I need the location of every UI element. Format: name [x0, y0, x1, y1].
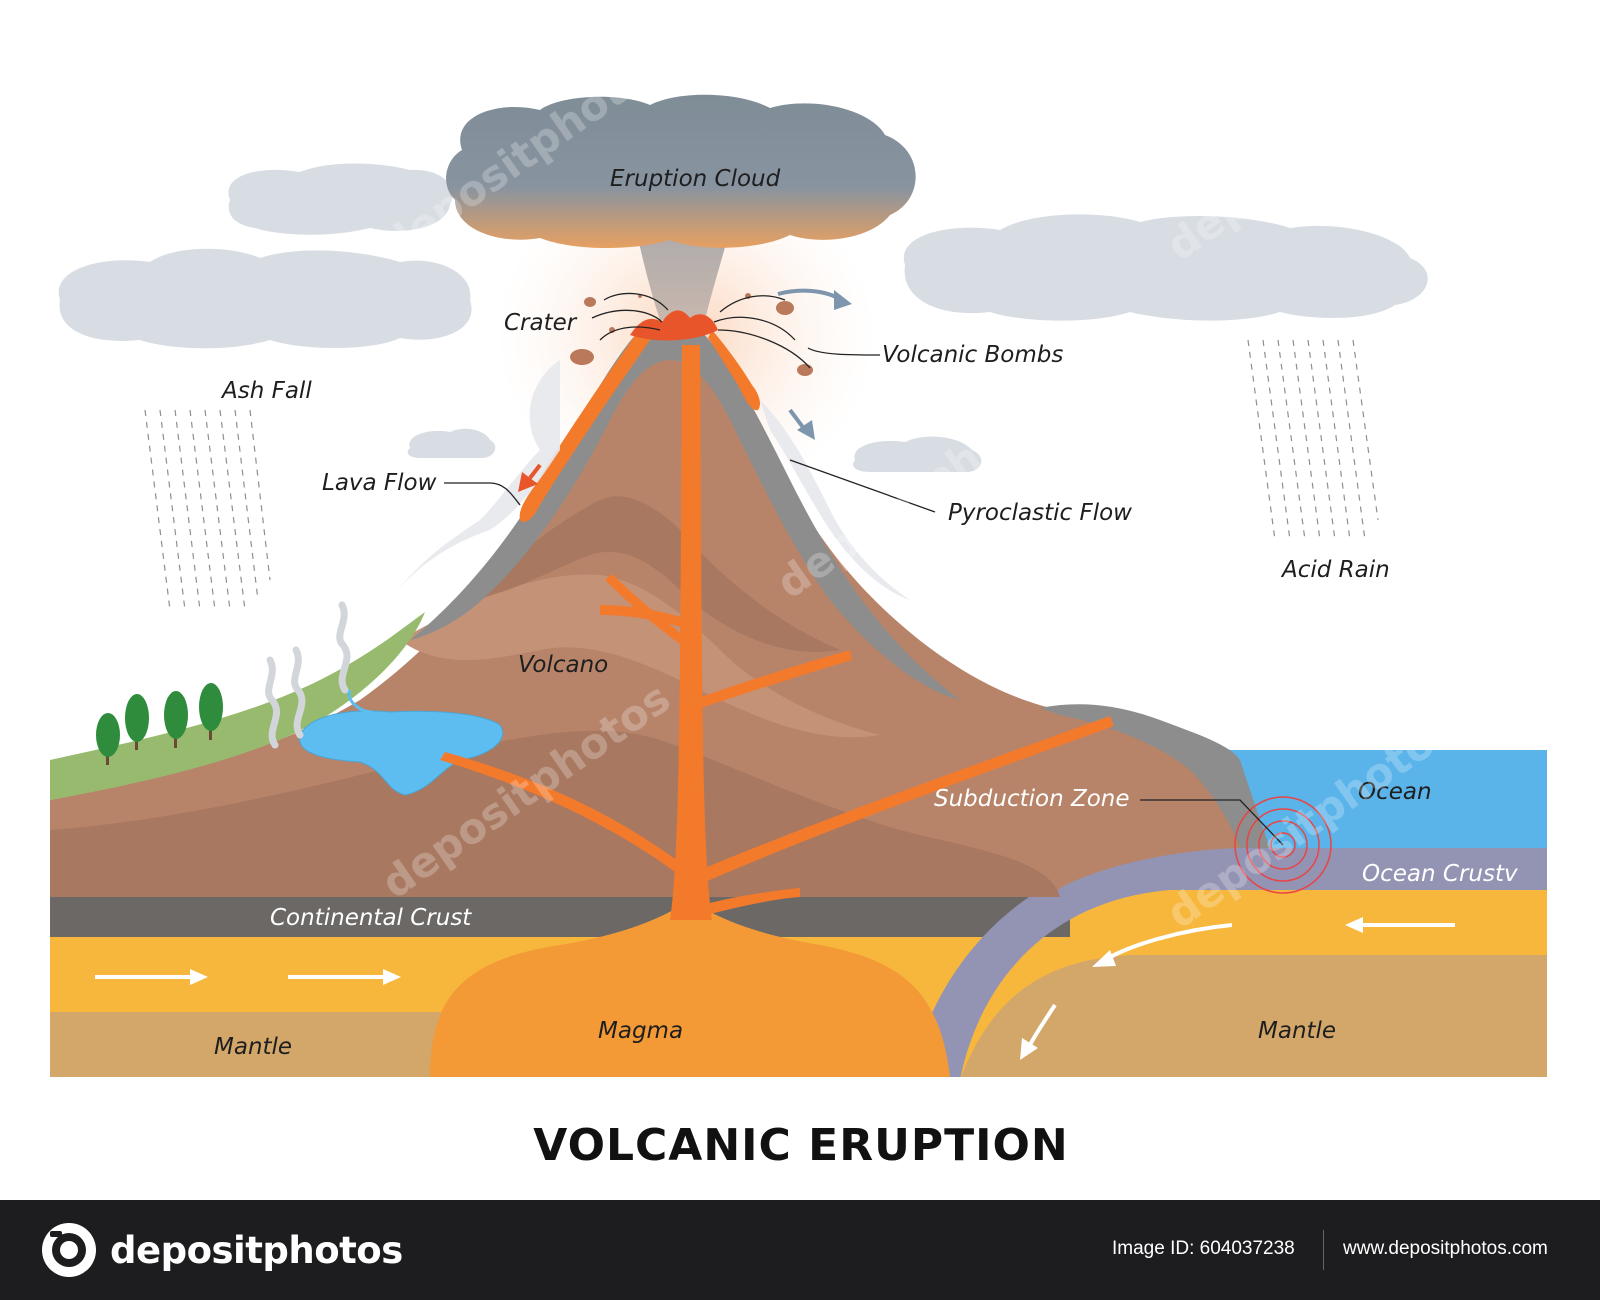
- leader-pyroclastic-flow: [789, 459, 936, 513]
- label-ash-fall: Ash Fall: [220, 378, 312, 404]
- green-hillside: [50, 612, 425, 800]
- arrowhead-top: [834, 290, 852, 310]
- volcano-diagram: Eruption Cloud Crater Volcanic Bombs Ash…: [50, 94, 1547, 1171]
- arrow-lava-down: [528, 463, 542, 480]
- cloud-small-right: [853, 436, 982, 472]
- label-magma: Magma: [598, 1018, 683, 1044]
- leader-subduction-zone: [1140, 799, 1284, 846]
- label-volcanic-bombs: Volcanic Bombs: [882, 342, 1063, 368]
- eruption-cloud-shape: [446, 94, 916, 249]
- diagram-title: VOLCANIC ERUPTION: [533, 1120, 1068, 1171]
- label-ocean: Ocean: [1358, 779, 1432, 805]
- tree: [96, 713, 120, 765]
- cloud-small-left: [407, 428, 496, 458]
- earthquake-rings: [1234, 796, 1332, 894]
- cloud-left: [58, 248, 472, 349]
- stock-footer-bar: depositphotos Image ID: 604037238 www.de…: [0, 1200, 1600, 1300]
- steam-wisps: [265, 601, 351, 749]
- label-mantle-right: Mantle: [1258, 1018, 1336, 1044]
- steam-right: [760, 400, 910, 600]
- brand-logo[interactable]: depositphotos: [40, 1221, 403, 1279]
- side-dikes: [440, 574, 1114, 915]
- crater-lava: [630, 310, 718, 341]
- diagram-canvas: Eruption Cloud Crater Volcanic Bombs Ash…: [50, 94, 1547, 1171]
- site-url-link[interactable]: www.depositphotos.com: [1343, 1238, 1548, 1259]
- arrowhead-lava-down: [518, 472, 538, 492]
- ash-fall-streaks: [144, 409, 271, 611]
- tree: [199, 683, 223, 740]
- label-continental-crust: Continental Crust: [270, 905, 472, 931]
- camera-aperture-icon: [42, 1223, 96, 1277]
- acid-rain-streaks: [1247, 339, 1379, 541]
- cloud-top-left: [228, 163, 453, 235]
- continental-crust-layer: [50, 897, 1070, 937]
- mantle-flow-arrows: [95, 917, 1455, 1060]
- leader-lava-flow: [444, 482, 521, 506]
- bomb-trajectories: [591, 292, 811, 369]
- volcano-cone-grey: [410, 330, 960, 700]
- label-mantle-left: Mantle: [214, 1034, 292, 1060]
- label-ocean-crust: Ocean Crustv: [1362, 861, 1518, 887]
- image-id-text: Image ID: 604037238: [1112, 1238, 1295, 1259]
- brand-name: depositphotos: [110, 1228, 403, 1272]
- label-pyroclastic-flow: Pyroclastic Flow: [948, 500, 1132, 526]
- label-volcano: Volcano: [518, 652, 608, 678]
- label-lava-flow: Lava Flow: [322, 470, 437, 496]
- lava-flow-stream: [519, 330, 650, 522]
- arrowhead-slope-right: [797, 420, 815, 440]
- label-eruption-cloud: Eruption Cloud: [610, 166, 781, 192]
- trees: [96, 683, 223, 765]
- lake-stream: [347, 689, 373, 714]
- volcanic-bombs: [570, 293, 813, 376]
- strata-band-3: [460, 496, 840, 652]
- tree: [164, 691, 188, 748]
- magma-chamber: [430, 900, 950, 1077]
- strata-band-1: [50, 730, 1060, 897]
- main-conduit: [670, 345, 712, 920]
- mantle-right-region: [961, 955, 1547, 1077]
- label-subduction-zone: Subduction Zone: [934, 786, 1130, 812]
- pyroclastic-deposit: [1040, 704, 1270, 848]
- tree: [125, 694, 149, 750]
- asthenosphere-right: [940, 890, 1547, 1077]
- label-acid-rain: Acid Rain: [1280, 557, 1390, 583]
- leader-volcanic-bombs: [807, 347, 881, 356]
- footer-divider: [1323, 1230, 1324, 1270]
- strata-band-2: [400, 574, 880, 738]
- cloud-right: [903, 214, 1428, 321]
- lava-flow-right: [708, 330, 760, 411]
- label-crater: Crater: [504, 310, 578, 336]
